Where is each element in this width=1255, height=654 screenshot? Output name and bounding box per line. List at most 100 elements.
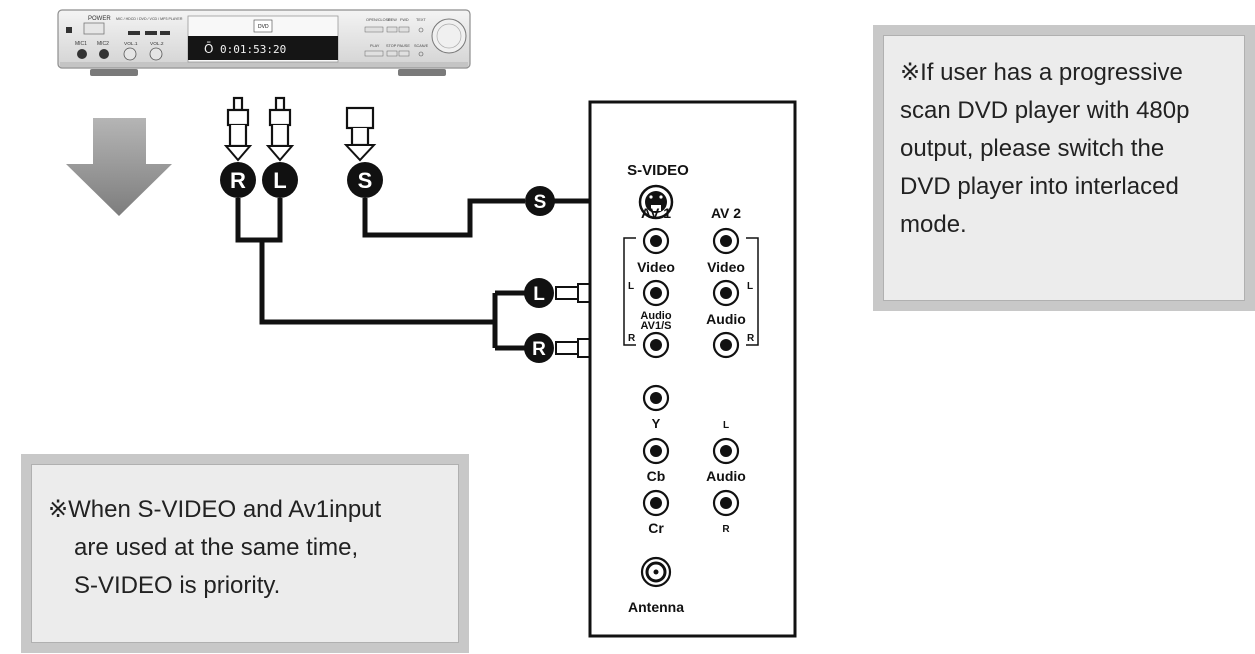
av2-video-label: Video: [707, 259, 745, 275]
note-svideo-priority: ※When S-VIDEO and Av1input are used at t…: [21, 454, 469, 653]
vol1-label: VOL.1: [124, 41, 138, 47]
comp-audio-label: Audio: [706, 468, 746, 484]
play-button[interactable]: [364, 50, 384, 57]
av2-video-jack[interactable]: [712, 227, 740, 255]
badge-s-panel: [525, 186, 555, 216]
badge-r-panel: [524, 333, 554, 363]
av1-label: AV 1: [641, 205, 671, 221]
svideo-label: S-VIDEO: [627, 162, 689, 179]
mic1-jack[interactable]: [77, 49, 87, 59]
pause-button[interactable]: [398, 50, 410, 57]
comp-l-label: L: [723, 420, 729, 431]
fwd-button[interactable]: [398, 26, 410, 33]
component-audio-l-jack[interactable]: [712, 437, 740, 465]
rca-plug-white-top: [265, 96, 295, 162]
audio-trunk-cable: [259, 240, 495, 325]
cb-label: Cb: [647, 468, 666, 484]
dvd-player: POWER MIC / HDCD / DVD / VCD / MP3 PLAYE…: [57, 9, 471, 76]
av2-l-label: L: [747, 281, 753, 292]
cable-badges: R L S S L R: [220, 162, 555, 363]
down-arrow-icon: [66, 118, 172, 216]
badge-l-top-label: L: [273, 168, 286, 193]
note-left-line-1: ※When S-VIDEO and Av1input: [48, 491, 458, 529]
play-label: PLAY: [370, 44, 380, 48]
badge-l-top: [262, 162, 298, 198]
note-right-line-1: ※If user has a progressive: [900, 54, 1244, 92]
av2-audio-r-jack[interactable]: [712, 331, 740, 359]
av2-audio-l-jack[interactable]: [712, 279, 740, 307]
format-logo-icon-3: [160, 31, 170, 35]
dvd-logo-icon: [253, 19, 273, 33]
av1-video-jack[interactable]: [642, 227, 670, 255]
note-progressive-scan-body: ※If user has a progressive scan DVD play…: [883, 35, 1245, 301]
component-audio-r-jack[interactable]: [712, 489, 740, 517]
power-label: POWER: [88, 16, 111, 22]
note-right-text-1: If user has a progressive: [920, 59, 1183, 86]
vol2-knob[interactable]: [149, 47, 163, 61]
av1-l-label: L: [628, 281, 634, 292]
svideo-jack[interactable]: [638, 184, 674, 220]
cr-label: Cr: [648, 520, 664, 536]
rew-button[interactable]: [386, 26, 398, 33]
tray-logo: DVD: [258, 24, 269, 30]
av2-bracket: [746, 237, 759, 346]
comp-r-label: R: [722, 524, 730, 535]
badge-s-panel-label: S: [534, 192, 547, 213]
av1-video-label: Video: [637, 259, 675, 275]
note-right-symbol: ※: [900, 59, 921, 86]
y-label: Y: [652, 416, 661, 431]
open-close-label: OPEN/CLOSE: [366, 18, 391, 22]
note-svideo-priority-body: ※When S-VIDEO and Av1input are used at t…: [31, 464, 459, 643]
stop-pause-label: STOP PAUSE: [386, 44, 410, 48]
av2-label: AV 2: [711, 205, 741, 221]
badge-s-top: [347, 162, 383, 198]
scan-button[interactable]: [418, 51, 424, 57]
note-right-line-4: DVD player into interlaced: [900, 173, 1179, 200]
note-right-line-3: output, please switch the: [900, 135, 1165, 162]
av1-audio-r-jack[interactable]: [642, 331, 670, 359]
component-cr-jack[interactable]: [642, 489, 670, 517]
badge-l-panel-label: L: [533, 284, 545, 305]
note-left-text-1: When S-VIDEO and Av1input: [68, 496, 382, 523]
display-symbol: Ō: [204, 42, 213, 56]
av1-r-label: R: [628, 333, 636, 344]
dvd-foot-left: [90, 69, 138, 76]
badge-r-top-label: R: [230, 168, 246, 193]
text-button[interactable]: [418, 27, 424, 33]
mic2-jack[interactable]: [99, 49, 109, 59]
note-right-line-2: scan DVD player with 480p: [900, 97, 1190, 124]
scan-label: SCAN/E: [414, 44, 429, 48]
format-logo-icon-2: [145, 31, 157, 35]
note-right-line-5: mode.: [900, 211, 967, 238]
av1-bracket: [623, 237, 636, 346]
component-y-jack[interactable]: [642, 384, 670, 412]
badge-s-top-label: S: [358, 168, 373, 193]
av1s-label: AV1/S: [641, 320, 672, 332]
av2-r-label: R: [747, 333, 755, 344]
badge-r-panel-label: R: [532, 339, 546, 360]
av1-audio-label: Audio: [640, 310, 671, 322]
vol1-knob[interactable]: [123, 47, 137, 61]
fwd-label: FWD: [400, 18, 409, 22]
model-text: MIC / HDCD / DVD / VCD / MP3 PLAYER: [116, 17, 183, 21]
note-left-line-3: S-VIDEO is priority.: [74, 572, 281, 599]
power-button[interactable]: [83, 22, 105, 35]
open-close-button[interactable]: [364, 26, 384, 33]
power-indicator-icon: [66, 27, 72, 33]
dvd-foot-right: [398, 69, 446, 76]
svideo-plug-top: [343, 106, 377, 162]
cables: [235, 198, 590, 351]
component-cb-jack[interactable]: [642, 437, 670, 465]
stop-button[interactable]: [386, 50, 398, 57]
format-logo-icon: [128, 31, 140, 35]
rca-plug-red-top: [223, 96, 253, 162]
front-display: [188, 36, 338, 60]
antenna-label: Antenna: [628, 599, 684, 615]
antenna-jack[interactable]: [640, 556, 672, 588]
av1-audio-l-jack[interactable]: [642, 279, 670, 307]
badge-l-panel: [524, 278, 554, 308]
note-left-symbol: ※: [48, 496, 69, 523]
tv-input-panel: [588, 100, 797, 638]
rew-label: REW: [388, 18, 397, 22]
